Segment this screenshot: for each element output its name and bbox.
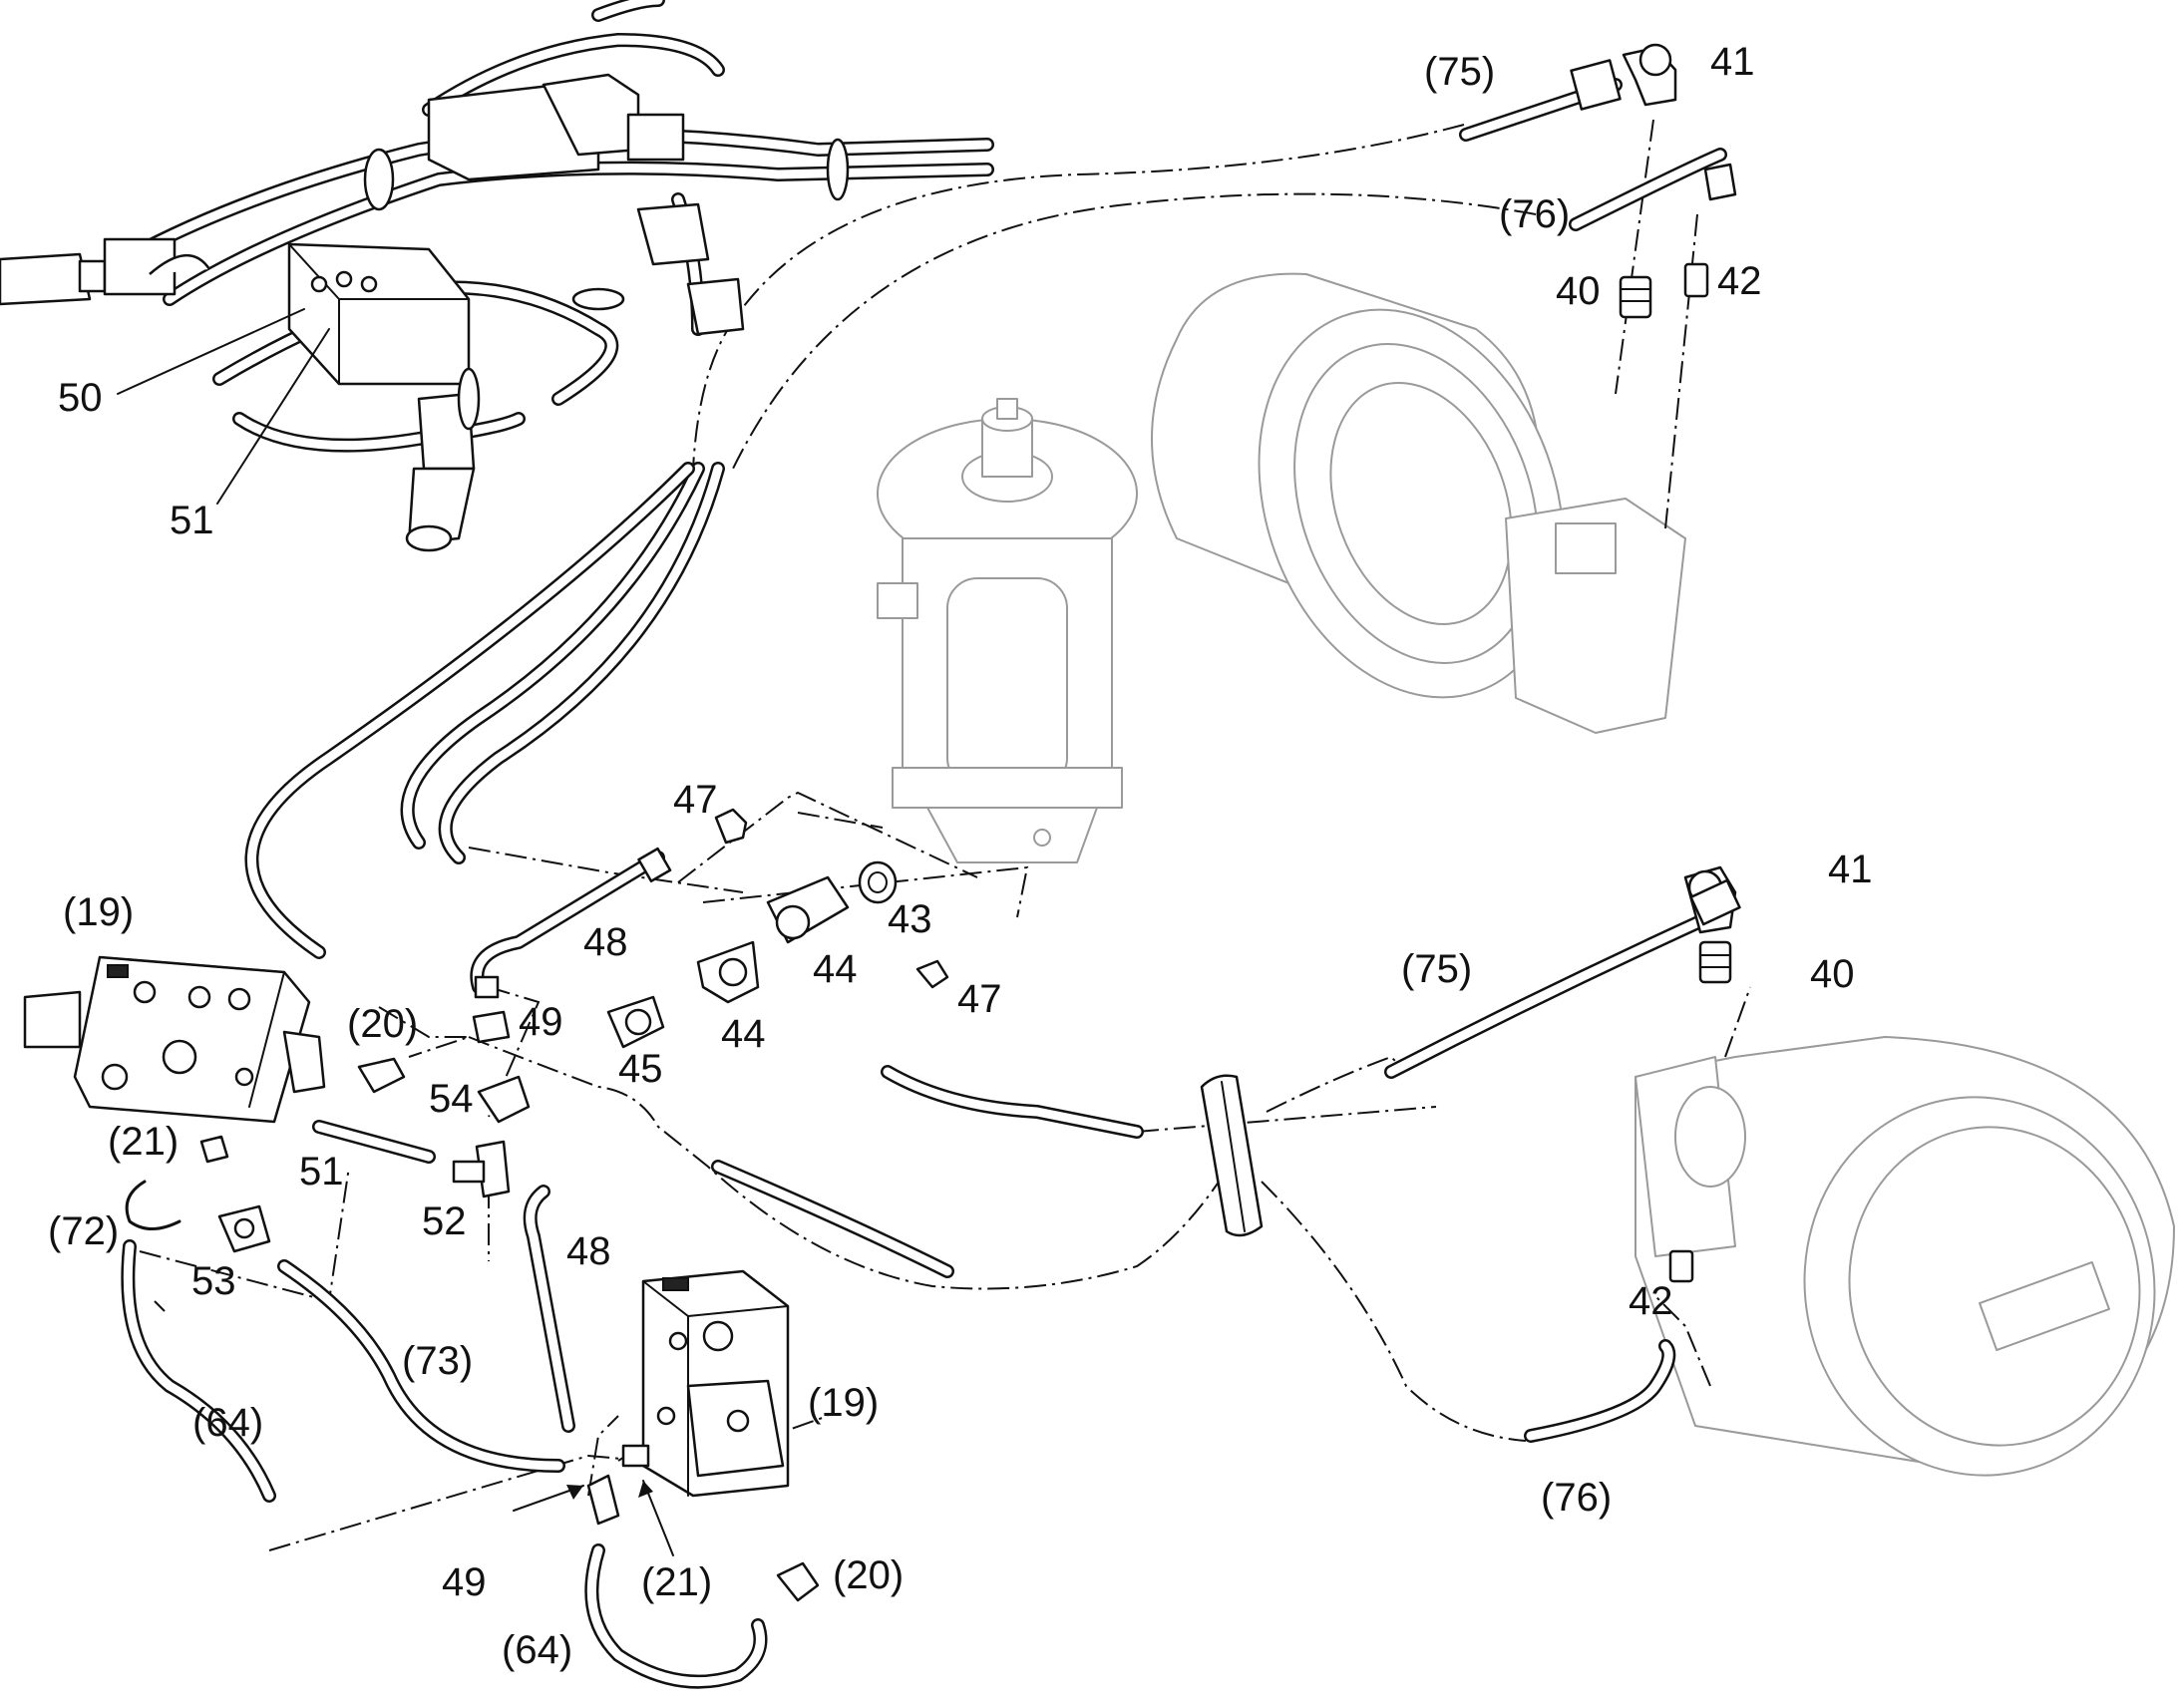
callout-42-right: 42 [1629, 1279, 1673, 1323]
callout-75-top: (75) [1424, 50, 1495, 94]
valve-block-left [23, 955, 406, 1253]
callout-75-right: (75) [1401, 947, 1472, 991]
callout-51-top: 51 [170, 499, 214, 542]
callout-64-left: (64) [192, 1401, 263, 1445]
leader-lines [117, 308, 674, 1556]
rotary-joint-ghost [877, 398, 1138, 863]
callout-40-top: 40 [1556, 269, 1601, 313]
callout-49-mid: 49 [519, 1000, 563, 1044]
callout-44-b: 44 [721, 1012, 766, 1056]
callout-76-right: (76) [1541, 1476, 1612, 1520]
callout-48-top: 48 [583, 920, 628, 964]
callout-52: 52 [422, 1199, 467, 1243]
callout-49-low: 49 [442, 1560, 487, 1604]
callout-53: 53 [191, 1259, 236, 1303]
callout-64-low: (64) [502, 1628, 572, 1672]
callout-20-left: (20) [347, 1002, 418, 1046]
callout-45: 45 [618, 1047, 663, 1091]
control-valve-harness [0, 0, 994, 552]
callout-73: (73) [402, 1339, 473, 1383]
travel-gearbox-bottom-ghost [1635, 1036, 2175, 1477]
callout-20-low: (20) [833, 1553, 904, 1597]
callout-72: (72) [48, 1209, 119, 1253]
callout-41-top: 41 [1710, 40, 1755, 84]
hose-clamp [1200, 1074, 1264, 1237]
callout-21-low: (21) [641, 1560, 712, 1604]
callout-44-a: 44 [813, 947, 858, 991]
fittings-top-right [1570, 43, 1737, 319]
travel-gearbox-top-ghost [1151, 272, 1686, 734]
callout-76-top: (76) [1499, 192, 1570, 236]
fittings-bottom-right [1668, 865, 1741, 1283]
callout-21-left: (21) [108, 1120, 179, 1164]
callout-47-mid: 47 [957, 977, 1002, 1021]
callout-54: 54 [429, 1077, 474, 1121]
fittings-center [452, 808, 949, 1198]
hoses [121, 78, 1727, 1689]
callout-48-low: 48 [566, 1229, 611, 1273]
callout-42-top: 42 [1717, 259, 1762, 303]
callout-43: 43 [888, 897, 932, 941]
callout-41-right: 41 [1828, 848, 1873, 891]
callout-19-left: (19) [63, 890, 134, 934]
callout-47-top: 47 [673, 778, 718, 822]
callout-50: 50 [58, 376, 103, 420]
callout-labels: (75) 41 (76) 40 42 50 51 47 43 48 44 44 … [48, 40, 1873, 1672]
callout-40-right: 40 [1810, 952, 1855, 996]
callout-51-mid: 51 [299, 1150, 344, 1194]
valve-block-bottom [586, 1269, 820, 1602]
callout-19-low: (19) [808, 1381, 879, 1425]
